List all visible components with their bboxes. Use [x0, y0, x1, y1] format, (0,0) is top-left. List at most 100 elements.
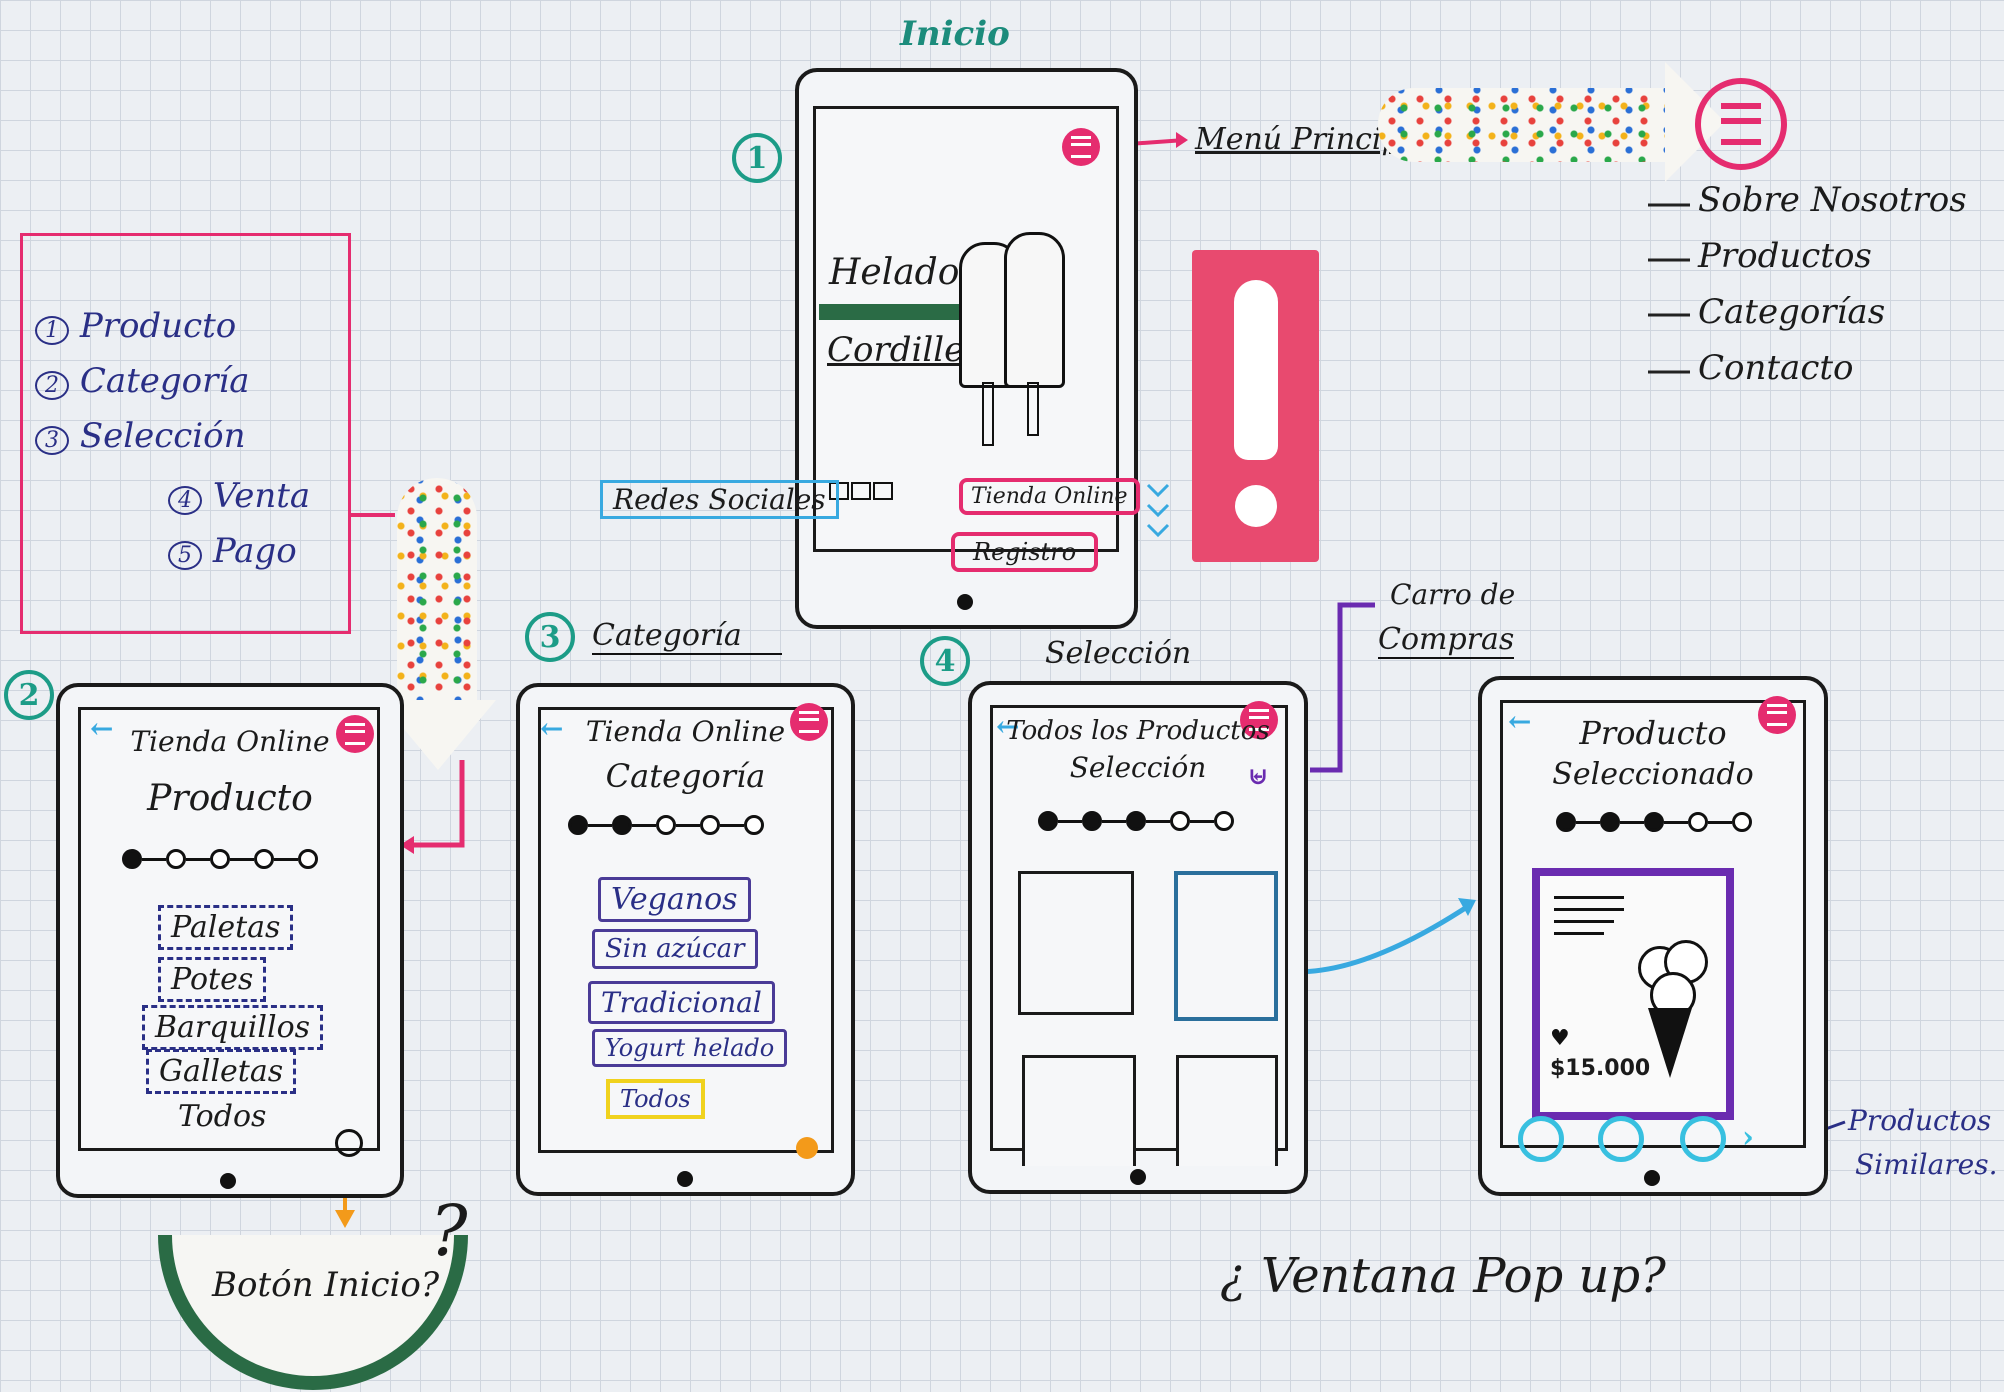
back-arrow-icon[interactable]: ←	[90, 712, 114, 745]
progress-steps	[1038, 811, 1234, 831]
back-arrow-icon[interactable]: ←	[540, 712, 564, 745]
productos-similares-line1: Productos	[1848, 1104, 1992, 1137]
menu-principal-icon	[1695, 78, 1787, 170]
step-dot	[1644, 812, 1664, 832]
product-tile[interactable]	[1018, 871, 1134, 1015]
step-dot	[1732, 812, 1752, 832]
social-square[interactable]	[851, 482, 871, 500]
step-dot	[1038, 811, 1058, 831]
step-dot	[656, 815, 676, 835]
step-dot	[254, 849, 274, 869]
legend-num: 1	[35, 316, 69, 345]
seleccion-heading: Selección	[1045, 636, 1192, 671]
option-sin-azucar[interactable]: Sin azúcar	[592, 929, 758, 969]
legend-num: 3	[35, 426, 69, 455]
legend-label: Pago	[212, 531, 297, 571]
screen-title: Producto	[1579, 714, 1727, 752]
step-dot	[1556, 812, 1576, 832]
social-square[interactable]	[829, 482, 849, 500]
similar-product-circle[interactable]	[1598, 1116, 1644, 1162]
similar-product-circle[interactable]	[1680, 1116, 1726, 1162]
sprinkle-arrow-down	[397, 478, 477, 708]
producto-screen	[78, 707, 380, 1151]
step-dot	[1170, 811, 1190, 831]
back-arrow-icon[interactable]: ←	[1508, 705, 1532, 738]
step-2-badge: 2	[4, 670, 54, 720]
option-todos[interactable]: Todos	[178, 1099, 267, 1134]
legend-num: 5	[168, 541, 202, 570]
step-3-badge: 3	[525, 612, 575, 662]
legend-label: Venta	[212, 476, 311, 516]
legend-num: 4	[168, 486, 202, 515]
option-todos[interactable]: Todos	[606, 1079, 705, 1119]
menu-icon[interactable]	[790, 703, 828, 741]
menu-icon[interactable]	[1758, 696, 1796, 734]
option-barquillos[interactable]: Barquillos	[142, 1005, 324, 1050]
menu-icon[interactable]	[1062, 128, 1100, 166]
option-tradicional[interactable]: Tradicional	[588, 981, 775, 1024]
progress-steps	[1556, 812, 1752, 832]
option-yogurt-helado[interactable]: Yogurt helado	[592, 1029, 788, 1067]
product-tile-selected[interactable]	[1174, 871, 1278, 1021]
chevron-right-icon[interactable]: ›	[1742, 1120, 1754, 1155]
progress-steps	[568, 815, 764, 835]
inicio-heading: Inicio	[900, 14, 1010, 54]
social-square[interactable]	[873, 482, 893, 500]
popup-question: ¿ Ventana Pop up?	[1220, 1248, 1666, 1304]
categoria-heading: Categoría	[592, 618, 782, 655]
menu-icon[interactable]	[336, 715, 374, 753]
categoria-tablet: ← Tienda Online Categoría Veganos Sin az…	[516, 683, 855, 1196]
home-button[interactable]	[677, 1171, 693, 1187]
similar-product-circle[interactable]	[1518, 1116, 1564, 1162]
step-dot	[1126, 811, 1146, 831]
tienda-online-button[interactable]: Tienda Online	[959, 478, 1140, 515]
home-ring-icon[interactable]	[335, 1129, 363, 1157]
registro-button[interactable]: Registro	[951, 532, 1099, 572]
heart-icon[interactable]: ♥	[1550, 1026, 1570, 1051]
carro-compras-line1: Carro de	[1390, 578, 1516, 611]
step-dot	[166, 849, 186, 869]
step-dot	[298, 849, 318, 869]
screen-title: Todos los Productos	[1006, 716, 1270, 746]
sprinkle-arrow-right	[1378, 88, 1668, 162]
ice-cream-icon	[1630, 936, 1710, 1086]
home-button[interactable]	[957, 594, 973, 610]
home-button[interactable]	[1644, 1170, 1660, 1186]
legend-item-pago: 5 Pago	[168, 531, 297, 571]
popsicle-icon	[1004, 232, 1065, 388]
screen-title: Tienda Online	[130, 725, 330, 758]
producto-tablet: ← Tienda Online Producto Paletas Potes B…	[56, 683, 404, 1198]
step-dot	[700, 815, 720, 835]
option-potes[interactable]: Potes	[158, 957, 267, 1002]
step-dot	[1600, 812, 1620, 832]
legend-item-categoria: 2 Categoría	[35, 361, 250, 401]
carro-compras-line2: Compras	[1378, 622, 1515, 659]
progress-steps	[122, 849, 318, 869]
legend-num: 2	[35, 371, 69, 400]
menu-item-categorias: Categorías	[1698, 292, 1886, 332]
question-mark: ?	[430, 1190, 468, 1272]
exclamation-note	[1192, 250, 1319, 562]
step-dot	[1082, 811, 1102, 831]
cart-icon[interactable]: ⊌	[1248, 761, 1269, 790]
option-galletas[interactable]: Galletas	[146, 1049, 297, 1094]
home-button[interactable]	[1130, 1169, 1146, 1185]
boton-inicio-label: Botón Inicio?	[212, 1265, 440, 1305]
option-paletas[interactable]: Paletas	[158, 905, 294, 950]
product-detail-card[interactable]: ♥ $15.000	[1532, 868, 1734, 1120]
popsicle-stick	[982, 382, 994, 446]
product-tile[interactable]	[1176, 1055, 1278, 1166]
menu-icon[interactable]	[1240, 701, 1278, 739]
screen-subtitle: Producto	[147, 778, 313, 819]
step-dot	[744, 815, 764, 835]
screen-subtitle: Categoría	[605, 757, 766, 795]
back-arrow-icon[interactable]: ←	[996, 710, 1020, 743]
step-dot	[210, 849, 230, 869]
option-veganos[interactable]: Veganos	[598, 877, 751, 922]
legend-label: Producto	[79, 306, 237, 346]
product-tile[interactable]	[1022, 1055, 1136, 1166]
home-button[interactable]	[220, 1173, 236, 1189]
process-legend-box: 1 Producto 2 Categoría 3 Selección 4 Ven…	[20, 233, 351, 634]
step-dot	[568, 815, 588, 835]
step-dot	[1688, 812, 1708, 832]
